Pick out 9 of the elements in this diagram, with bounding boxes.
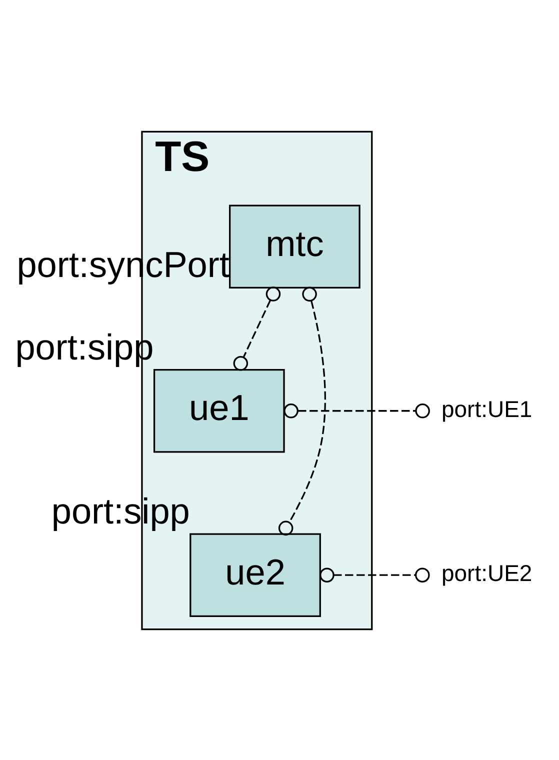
node-box: ue1: [153, 368, 285, 452]
node-text: port:UE2: [441, 560, 532, 586]
node-text: port:UE1: [441, 395, 532, 422]
connector: [320, 567, 430, 582]
connector: [233, 286, 281, 370]
connector: [278, 286, 326, 536]
connector: [284, 403, 430, 418]
node-box: mtc: [229, 204, 360, 288]
node-box: ue2: [190, 532, 321, 616]
